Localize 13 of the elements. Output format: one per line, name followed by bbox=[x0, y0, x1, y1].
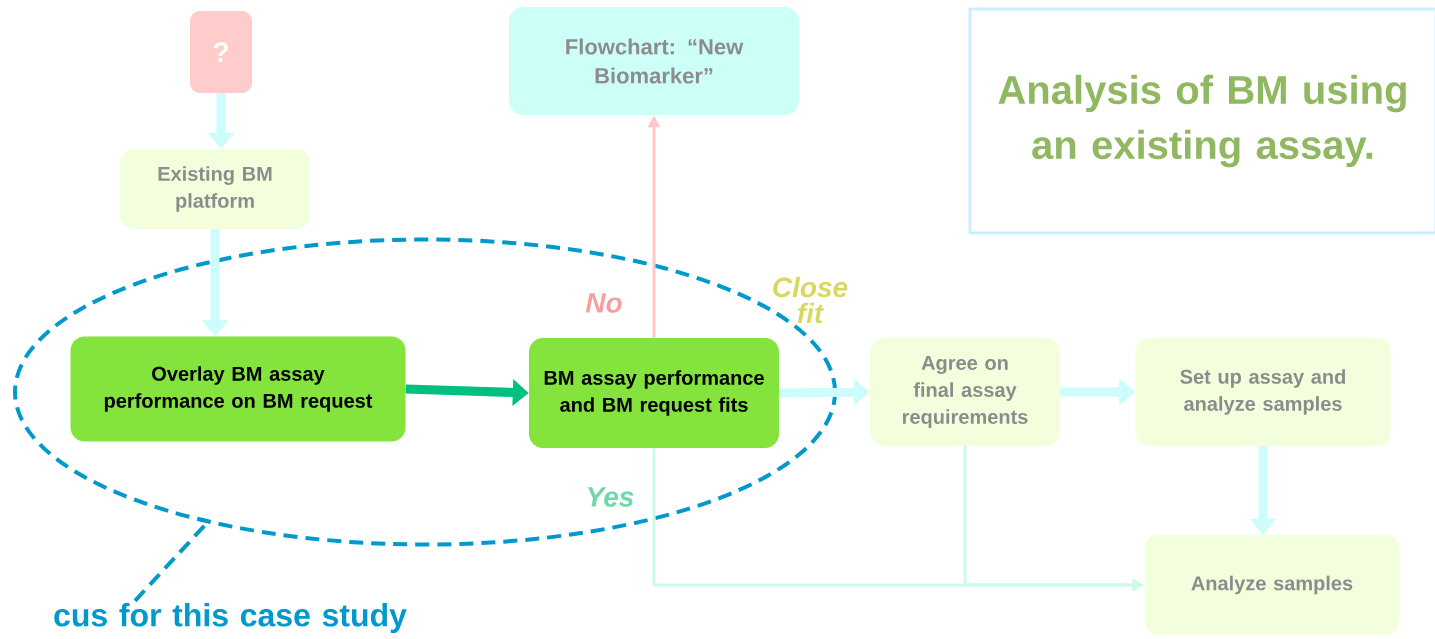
edge-label: Close fit bbox=[773, 276, 848, 324]
title-box: Analysis of BM using an existing assay. bbox=[968, 7, 1435, 235]
process-box: Agree on final assay requirements bbox=[870, 338, 1060, 446]
process-box: Analyze samples bbox=[1144, 535, 1400, 635]
edge-label: Yes bbox=[587, 487, 634, 507]
decision-box: BM assay performance and BM request fits bbox=[529, 338, 779, 448]
process-box: Existing BM platform bbox=[120, 149, 310, 229]
process-box: Flowchart: “New Biomarker” bbox=[509, 7, 799, 115]
process-box: Overlay BM assay performance on BM request bbox=[70, 336, 406, 442]
edge-label: No bbox=[585, 293, 622, 313]
start-box: ? bbox=[190, 11, 252, 93]
process-box: Set up assay and analyze samples bbox=[1135, 338, 1391, 446]
focus-note: cus for this case study bbox=[54, 603, 407, 633]
